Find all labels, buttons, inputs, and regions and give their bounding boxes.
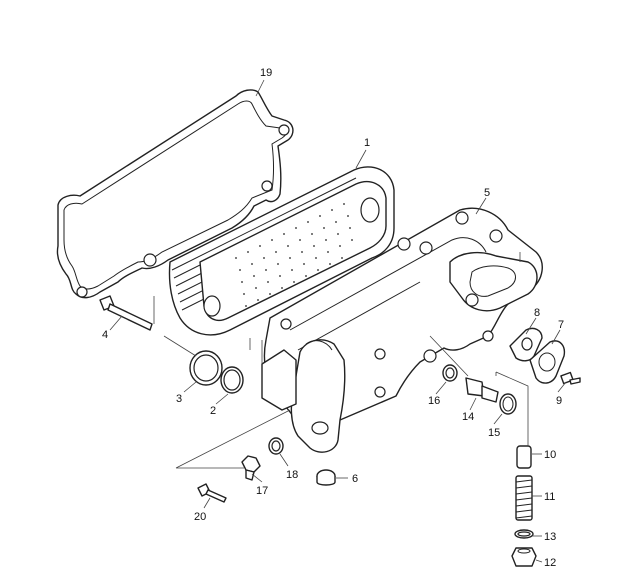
callout-16: 16 — [428, 395, 440, 407]
fitting-14 — [465, 377, 499, 403]
screw-9 — [560, 371, 581, 385]
plug-17 — [241, 455, 261, 481]
callout-10: 10 — [544, 449, 556, 461]
washer-18 — [268, 437, 284, 455]
callout-8: 8 — [534, 307, 540, 319]
callout-7: 7 — [558, 319, 564, 331]
callout-19: 19 — [260, 67, 272, 79]
piston-10 — [516, 445, 532, 469]
callout-5: 5 — [484, 187, 490, 199]
gasket-8 — [509, 327, 543, 362]
oil-cooler-core-1 — [168, 166, 395, 336]
assembly-lines — [153, 252, 529, 469]
plug-15 — [499, 393, 517, 415]
callout-3: 3 — [176, 393, 182, 405]
o-ring-3 — [189, 350, 223, 386]
leader-lines — [109, 79, 567, 563]
callout-12: 12 — [544, 557, 556, 569]
callout-18: 18 — [286, 469, 298, 481]
bolt-4 — [99, 295, 153, 331]
washer-16 — [442, 364, 458, 382]
callout-14: 14 — [462, 411, 474, 423]
callout-4: 4 — [102, 329, 108, 341]
callout-2: 2 — [210, 405, 216, 417]
callout-11: 11 — [544, 491, 555, 503]
spring-11 — [515, 475, 533, 521]
callout-1: 1 — [364, 137, 370, 149]
callout-15: 15 — [488, 427, 500, 439]
o-ring-2 — [220, 366, 244, 394]
callout-17: 17 — [256, 485, 268, 497]
bolt-20 — [197, 483, 227, 503]
o-ring-13 — [514, 529, 534, 539]
cap-6 — [316, 469, 336, 486]
cover-plate-7 — [529, 340, 566, 384]
callout-13: 13 — [544, 531, 556, 543]
callout-20: 20 — [194, 511, 206, 523]
callout-9: 9 — [556, 395, 562, 407]
callout-6: 6 — [352, 473, 358, 485]
plug-12 — [511, 547, 537, 567]
cooler-housing-5 — [261, 207, 543, 453]
callouts: 19 1 5 4 3 2 8 7 9 16 14 15 10 11 13 12 … — [102, 67, 564, 569]
